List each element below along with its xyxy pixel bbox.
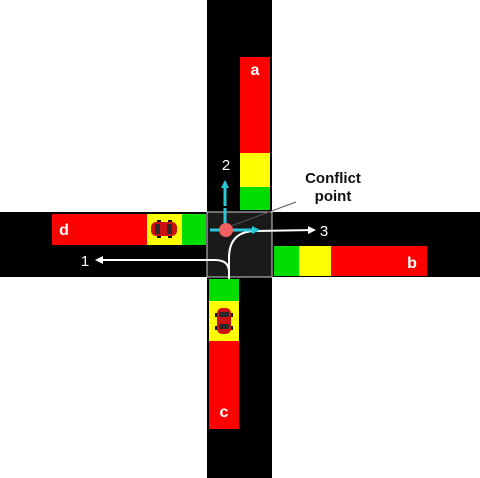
lane-b-queue: b — [274, 246, 427, 276]
route-2-label: 2 — [222, 157, 230, 174]
lane-d-queue: d — [52, 214, 206, 245]
lane-c-green-zone — [209, 279, 239, 301]
lane-c-label: c — [220, 404, 229, 421]
car-lane-c-icon — [215, 308, 233, 334]
lane-a-green-zone — [240, 187, 270, 210]
lane-b-green-zone — [274, 246, 299, 276]
route-1-label: 1 — [81, 253, 89, 270]
lane-a-queue: a — [240, 57, 270, 210]
car-lane-d-icon — [151, 220, 177, 238]
lane-b-yellow-zone — [299, 246, 331, 276]
lane-b-label: b — [407, 255, 417, 272]
conflict-label-line1: Conflict — [305, 170, 361, 187]
lane-d-label: d — [59, 222, 69, 239]
conflict-leader-line — [230, 201, 297, 227]
intersection-box — [206, 211, 273, 278]
lane-c-red-zone — [209, 341, 239, 429]
route-3-label: 3 — [320, 223, 328, 240]
conflict-point-dot — [219, 223, 233, 237]
lane-b-red-zone — [331, 246, 427, 276]
lane-a-red-zone — [240, 57, 270, 153]
conflict-label-line2: point — [315, 188, 352, 205]
lane-d-red-zone — [52, 214, 147, 245]
lane-d-green-zone — [182, 214, 206, 245]
lane-a-label: a — [251, 62, 260, 79]
lane-c-queue: c — [209, 279, 239, 429]
lane-a-yellow-zone — [240, 153, 270, 187]
